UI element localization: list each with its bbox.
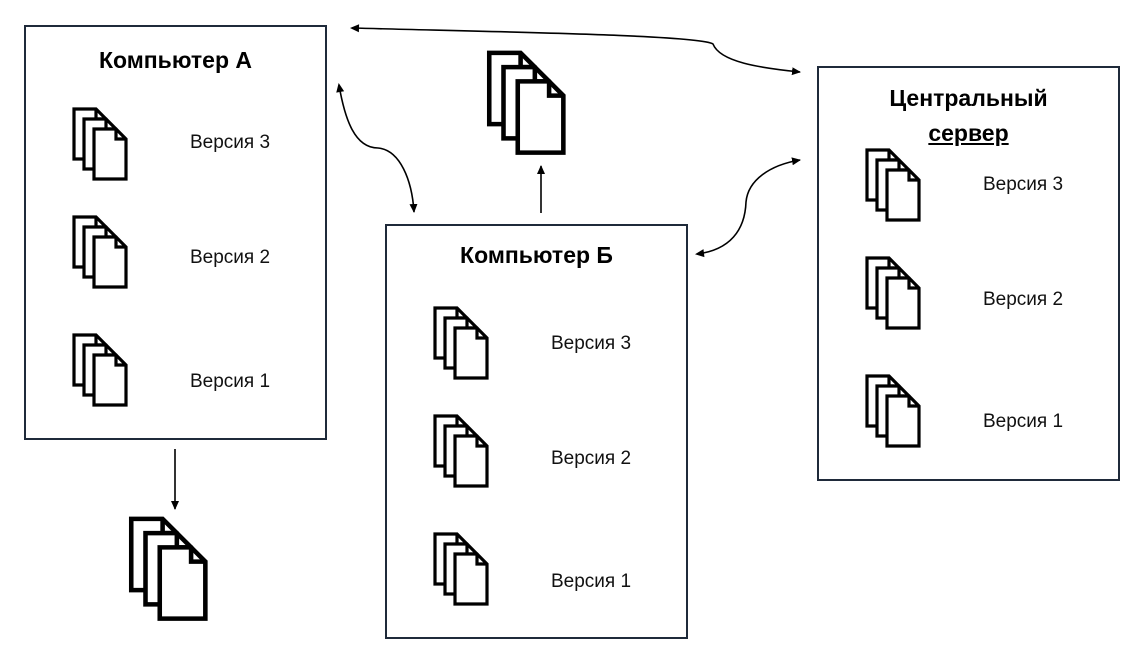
version-label: Версия 2 — [190, 247, 271, 268]
version-label: Версия 2 — [983, 289, 1064, 310]
file-stack-icon — [72, 215, 128, 289]
central-server-title-line1: Центральный — [889, 85, 1048, 111]
central-server-title-line2: сервер — [819, 116, 1118, 150]
computer-b-title: Компьютер Б — [460, 242, 613, 268]
file-stack-icon — [486, 50, 578, 164]
file-stack-icon — [865, 374, 921, 448]
file-stack-icon — [433, 414, 489, 488]
file-stack-icon — [865, 256, 921, 330]
computer-a-box: Компьютер А Версия 3 Версия 2 Версия 1 — [24, 25, 327, 440]
computer-a-title: Компьютер А — [98, 47, 252, 73]
central-server-title-line2-text: сервер — [928, 120, 1009, 146]
file-stack-icon — [128, 516, 220, 630]
file-stack-icon — [72, 107, 128, 181]
file-stack-icon — [72, 333, 128, 407]
file-stack-icon — [433, 306, 489, 380]
version-label: Версия 3 — [190, 132, 271, 153]
version-label: Версия 1 — [551, 571, 632, 592]
version-label: Версия 1 — [190, 371, 271, 392]
arrow-b-server — [695, 157, 801, 258]
version-label: Версия 2 — [551, 448, 632, 469]
file-stack-icon — [865, 148, 921, 222]
version-label: Версия 1 — [983, 411, 1064, 432]
file-stack-icon — [433, 532, 489, 606]
arrow-a-server — [350, 24, 801, 76]
version-label: Версия 3 — [983, 174, 1064, 195]
arrow-a-b — [336, 83, 418, 213]
computer-b-box: Компьютер Б Версия 3 Версия 2 Версия 1 — [385, 224, 688, 639]
version-label: Версия 3 — [551, 333, 632, 354]
central-server-box: Центральный сервер Версия 3 Версия 2 Вер… — [817, 66, 1120, 481]
